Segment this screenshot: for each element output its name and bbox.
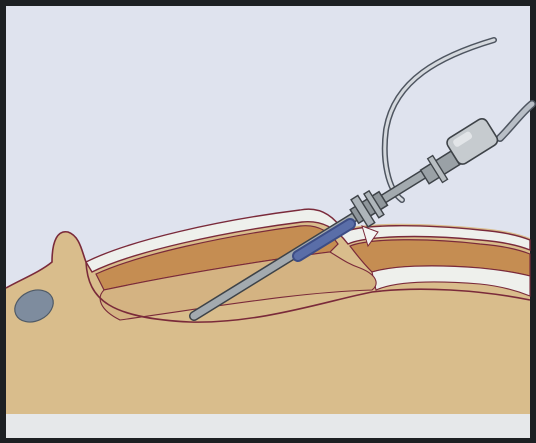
bottom-band bbox=[6, 414, 530, 438]
